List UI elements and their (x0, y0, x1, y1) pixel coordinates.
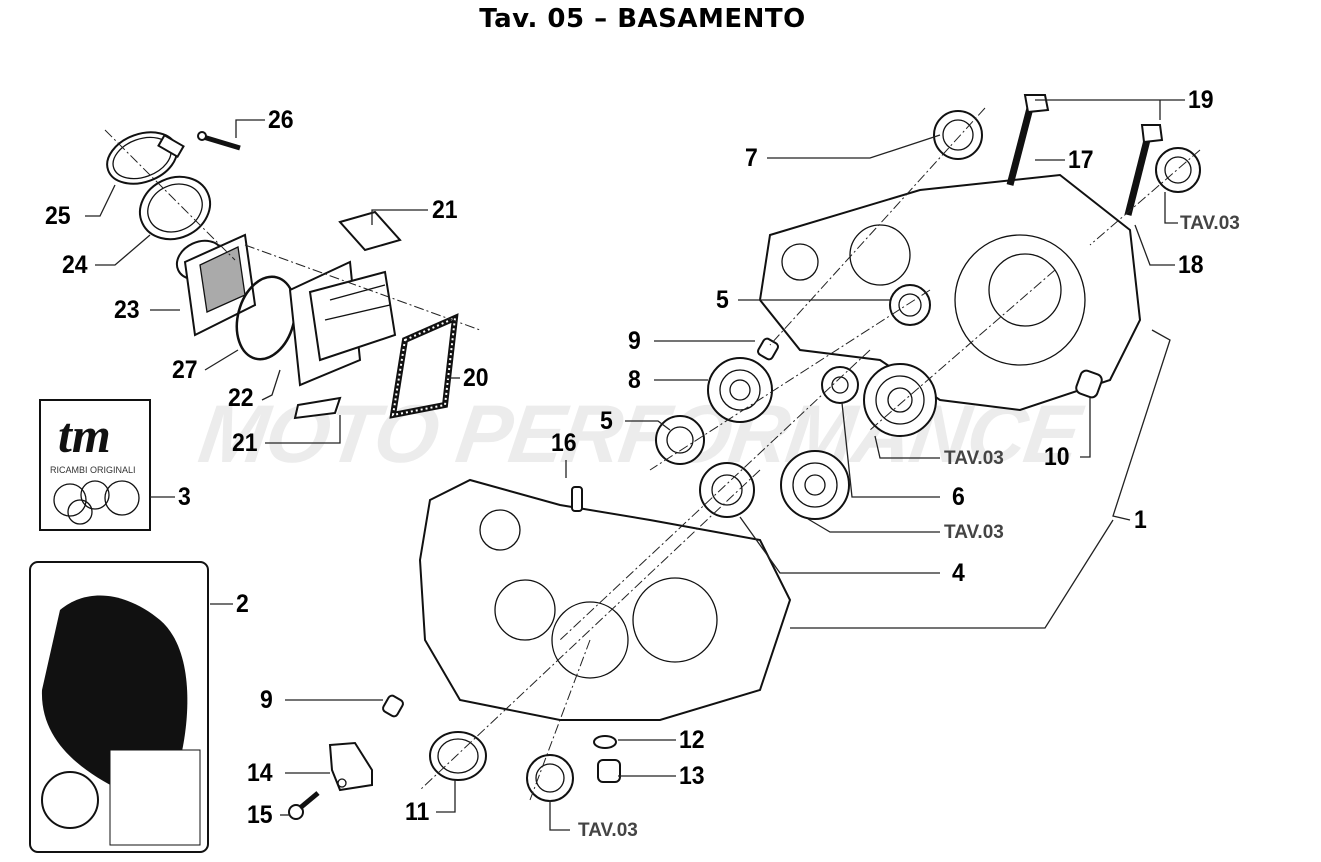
callout-5-lower[interactable]: 5 (600, 407, 613, 435)
callout-3[interactable]: 3 (178, 483, 191, 511)
bearing-8 (707, 357, 773, 423)
callout-15[interactable]: 15 (247, 801, 273, 829)
leader-lines (85, 99, 1185, 831)
callout-11[interactable]: 11 (405, 798, 430, 826)
callout-25[interactable]: 25 (45, 202, 71, 230)
left-crankcase (418, 478, 792, 721)
callout-9-upper[interactable]: 9 (628, 327, 641, 355)
intake-flange (175, 233, 257, 337)
callout-10[interactable]: 10 (1044, 443, 1070, 471)
dowel-10 (1075, 369, 1103, 399)
callout-1[interactable]: 1 (1134, 506, 1147, 534)
callout-27[interactable]: 27 (172, 356, 198, 384)
reed-petal-lower (293, 396, 342, 420)
drain-plug-13 (597, 759, 621, 783)
reference-tav03-bottom-seal[interactable]: TAV.03 (578, 820, 638, 841)
gasket-kit-card (29, 561, 209, 853)
callout-8[interactable]: 8 (628, 366, 641, 394)
callout-5-upper[interactable]: 5 (716, 286, 729, 314)
screw-16 (571, 486, 583, 512)
bearing-tav03-left (780, 450, 850, 520)
callout-26[interactable]: 26 (268, 106, 294, 134)
intake-bolt (197, 131, 241, 151)
seal-7 (933, 110, 983, 160)
reed-gasket (389, 313, 459, 419)
bearing-4 (699, 462, 755, 518)
callout-7[interactable]: 7 (745, 144, 758, 172)
dowel-9-upper (757, 337, 779, 361)
bearing-tav03-main (863, 363, 937, 437)
bearing-5-upper (889, 284, 931, 326)
right-crankcase (758, 173, 1142, 412)
washer-12 (593, 735, 617, 749)
callout-9-lower[interactable]: 9 (260, 686, 273, 714)
stud-17 (1006, 94, 1050, 186)
reference-tav03-main-bearing[interactable]: TAV.03 (944, 448, 1004, 469)
callout-20[interactable]: 20 (463, 364, 489, 392)
callout-4[interactable]: 4 (952, 559, 965, 587)
bracket-14 (328, 741, 373, 792)
callout-6[interactable]: 6 (952, 483, 965, 511)
callout-16[interactable]: 16 (551, 429, 577, 457)
callout-21-upper[interactable]: 21 (432, 196, 458, 224)
callout-22[interactable]: 22 (228, 384, 254, 412)
callout-17[interactable]: 17 (1068, 146, 1094, 174)
reference-tav03-left-bearing[interactable]: TAV.03 (944, 522, 1004, 543)
seal-tav03-bottom (526, 754, 574, 802)
seal-tav03-right (1155, 147, 1201, 193)
seal-6 (821, 366, 859, 404)
hose-clamp (106, 131, 185, 185)
kit-brand-logo: tm (58, 407, 111, 463)
callout-13[interactable]: 13 (679, 762, 705, 790)
callout-19[interactable]: 19 (1188, 86, 1214, 114)
page-title: Tav. 05 – BASAMENTO (479, 4, 806, 34)
reed-valve (288, 260, 397, 387)
kit-subtitle: RICAMBI ORIGINALI (50, 465, 136, 475)
callout-12[interactable]: 12 (679, 726, 705, 754)
callout-21-lower[interactable]: 21 (232, 429, 258, 457)
callout-14[interactable]: 14 (247, 759, 273, 787)
callout-2[interactable]: 2 (236, 590, 249, 618)
callout-23[interactable]: 23 (114, 296, 140, 324)
reference-tav03-right-seal[interactable]: TAV.03 (1180, 213, 1240, 234)
dowel-9-lower (382, 694, 404, 718)
intake-rubber (138, 175, 212, 241)
screw-15 (288, 791, 320, 820)
reed-petal-upper (338, 210, 402, 252)
stud-18 (1124, 124, 1164, 216)
callout-24[interactable]: 24 (62, 251, 88, 279)
callout-18[interactable]: 18 (1178, 251, 1204, 279)
seal-kit-bag (39, 399, 151, 531)
